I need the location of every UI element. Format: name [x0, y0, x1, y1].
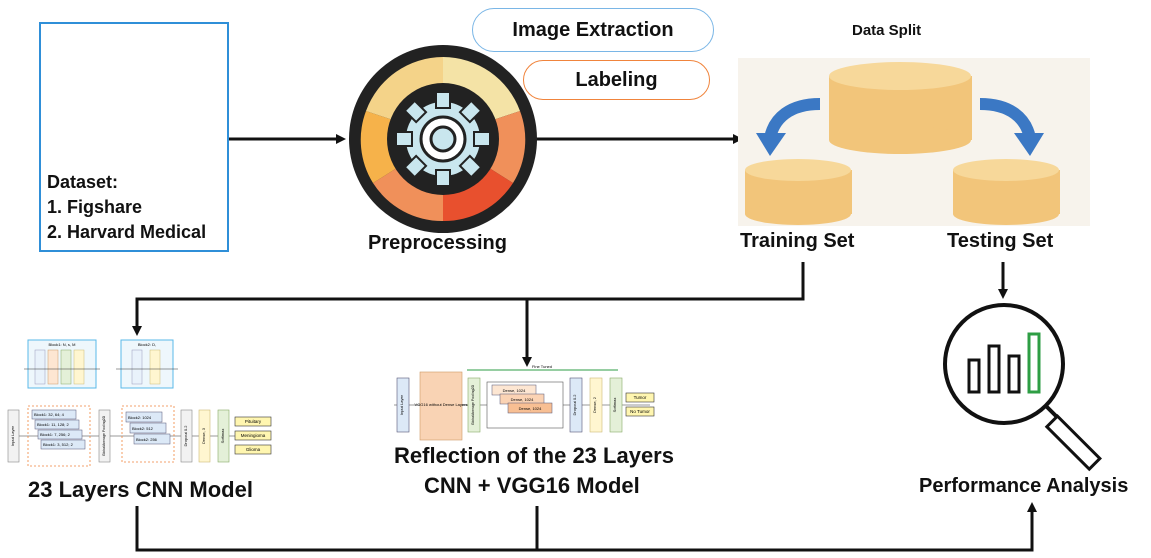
dataset-box: Dataset: 1. Figshare 2. Harvard Medical	[39, 22, 229, 252]
vgg-dense-a: Dense, 1024	[503, 388, 526, 393]
vgg-base: VGG16 without Dense Layers	[415, 402, 468, 407]
cnn-dense3: Dense, 3	[201, 427, 206, 444]
data-split-cylinders	[738, 58, 1090, 226]
testing-set-label: Testing Set	[947, 230, 1054, 252]
cnn-block-top-left-title: Block1: N, s, M	[49, 342, 76, 347]
arrow-training-to-models	[132, 262, 805, 336]
cnn-output-glioma: Glioma	[246, 447, 261, 452]
data-split-title: Data Split	[852, 22, 922, 39]
training-set-label: Training Set	[740, 230, 855, 252]
cnn-output-meningioma: Meningioma	[241, 433, 266, 438]
vgg-output-tumor: Tumor	[634, 395, 647, 400]
vgg-gap: GlobalAverage Pooling2D	[471, 384, 475, 425]
curved-arrow-left-icon	[764, 98, 821, 140]
vgg-model-diagram: Fine Tuned Input Layer VGG16 without Den…	[394, 364, 655, 441]
cnn-gap: GlobalAverage Pooling2D	[102, 415, 106, 456]
vgg-input-layer: Input Layer	[399, 394, 404, 415]
dataset-item-harvard: 2. Harvard Medical	[47, 222, 207, 242]
image-extraction-pill: Image Extraction	[472, 8, 714, 52]
vgg-fine-tuned: Fine Tuned	[532, 364, 552, 369]
labeling-pill: Labeling	[523, 60, 710, 100]
cnn-block-top-right-title: Block2: D,	[138, 342, 156, 347]
vgg-dense-c: Dense, 1024	[519, 406, 542, 411]
cnn-output-pituitary: Pituitary	[245, 419, 262, 424]
preprocessing-label: Preprocessing	[368, 232, 507, 254]
cnn-block1-b: Block1: 11, 128; 2	[37, 422, 70, 427]
vgg-dense-b: Dense, 1024	[511, 397, 534, 402]
preprocessing-gear-icon	[349, 45, 537, 233]
cnn-dense-b: Block2: 512	[132, 426, 154, 431]
vgg-model-label-line2: CNN + VGG16 Model	[424, 473, 640, 498]
training-set-cylinder	[745, 159, 852, 225]
cnn-block1-d: Block1: 3, 512; 2	[43, 442, 74, 447]
vgg-dense2: Dense, 2	[592, 396, 597, 413]
curved-arrow-right-icon	[979, 98, 1036, 140]
dataset-heading: Dataset:	[47, 172, 119, 192]
vgg-model-label-line1: Reflection of the 23 Layers	[394, 443, 674, 468]
cnn-dense-a: Block2: 1024	[128, 415, 152, 420]
cnn-block1-c: Block1: 7, 256; 2	[40, 432, 71, 437]
performance-label: Performance Analysis	[919, 475, 1129, 497]
cnn-input-layer: Input Layer	[10, 425, 15, 446]
cnn-softmax: Softmax	[220, 429, 225, 444]
cnn-block1-a: Block1: 32, 64; 4	[34, 412, 65, 417]
cnn-dense-c: Block2: 256	[136, 437, 158, 442]
cnn-model-diagram: Block1: N, s, M Block2: D, Input Layer B…	[7, 339, 272, 467]
dataset-item-figshare: 1. Figshare	[47, 197, 143, 217]
vgg-output-no-tumor: No Tumor	[630, 409, 650, 414]
magnifier-chart-icon	[943, 303, 1102, 472]
vgg-dropout: Dropout 0.2	[572, 394, 577, 416]
cnn-model-label: 23 Layers CNN Model	[28, 477, 253, 502]
data-split-cylinder-main	[829, 62, 972, 154]
cnn-dropout: Dropout 0.2	[183, 425, 188, 447]
vgg-softmax: Softmax	[612, 398, 617, 413]
testing-set-cylinder	[953, 159, 1060, 225]
arrow-models-to-performance	[135, 502, 1037, 552]
